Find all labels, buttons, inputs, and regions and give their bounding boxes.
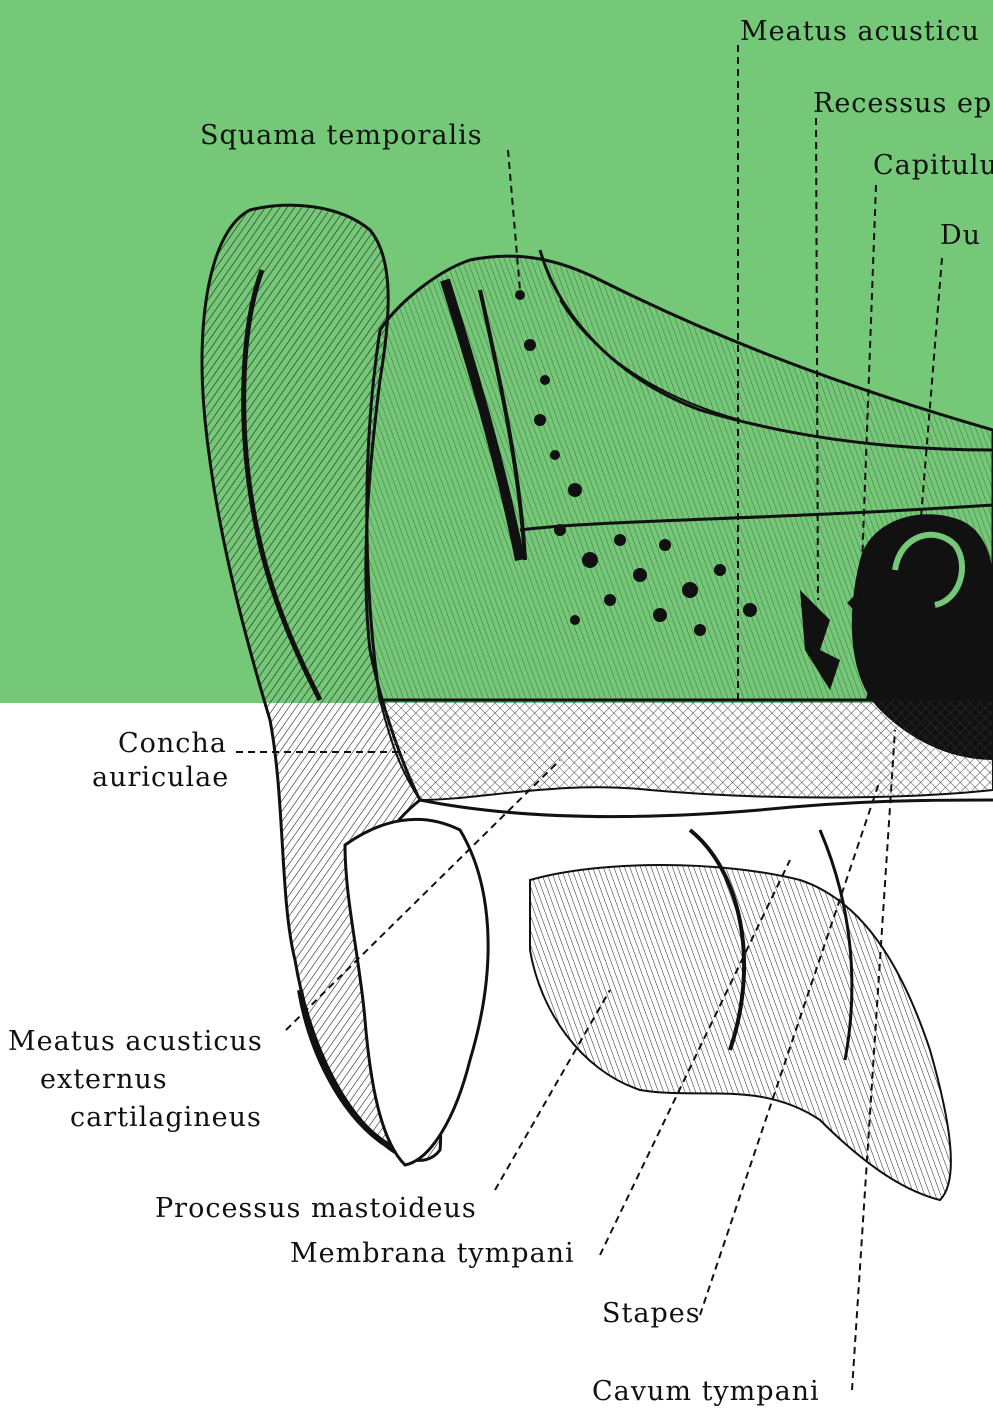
label-capitulum: Capitulu xyxy=(873,152,993,179)
label-meatus-externus-line2: externus xyxy=(40,1066,168,1093)
label-processus-mastoideus: Processus mastoideus xyxy=(155,1195,477,1222)
label-concha-line2: auriculae xyxy=(92,764,229,791)
label-concha-line1: Concha xyxy=(118,730,227,757)
label-meatus-acusticus-internus: Meatus acusticu xyxy=(740,18,980,45)
label-squama-temporalis: Squama temporalis xyxy=(200,122,483,149)
label-cavum-tympani: Cavum tympani xyxy=(592,1378,820,1405)
label-stapes: Stapes xyxy=(602,1300,701,1327)
lower-structures-drawing xyxy=(345,700,993,1200)
label-ductus: Du xyxy=(940,222,981,249)
label-meatus-externus-line1: Meatus acusticus xyxy=(8,1028,263,1055)
label-meatus-externus-line3: cartilagineus xyxy=(70,1104,262,1131)
label-recessus: Recessus ep xyxy=(813,90,992,117)
label-membrana-tympani: Membrana tympani xyxy=(290,1240,575,1267)
